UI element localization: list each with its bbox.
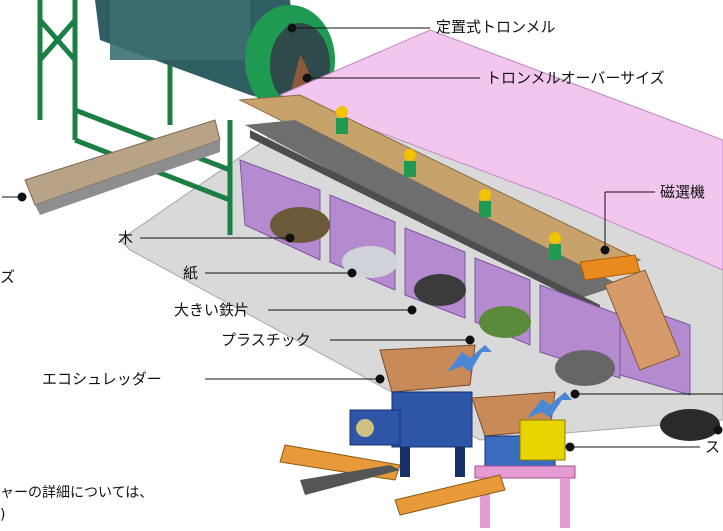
flow-arrows	[447, 345, 572, 418]
magnetic-separator	[579, 254, 681, 371]
sorting-roof	[278, 29, 723, 271]
material-piles	[270, 207, 720, 441]
label-right-cut: ス	[705, 438, 721, 456]
label-trommel: 定置式トロンメル	[436, 18, 556, 36]
eco-shredder-machine	[349, 344, 476, 477]
label-eco-shredder: エコシュレッダー	[42, 370, 162, 388]
trommel-drum	[95, 0, 335, 115]
shredder-conveyors	[279, 444, 506, 516]
label-trommel-oversize: トロンメルオーバーサイズ	[486, 69, 665, 87]
sorting-conveyor	[238, 94, 642, 312]
label-left-cut: ズ	[0, 268, 16, 286]
label-wood: 木	[118, 229, 134, 247]
footnote-line1: ャーの詳細については、	[0, 485, 154, 501]
label-iron: 大きい鉄片	[174, 301, 250, 319]
workers	[336, 106, 561, 260]
leader-lines	[2, 23, 723, 452]
label-magnet: 磁選機	[660, 183, 706, 201]
label-plastic: プラスチック	[221, 331, 311, 349]
pink-shredder-machine	[471, 391, 576, 528]
footnote-line2: )	[0, 507, 6, 523]
left-conveyor	[24, 119, 221, 215]
label-paper: 紙	[183, 264, 199, 282]
